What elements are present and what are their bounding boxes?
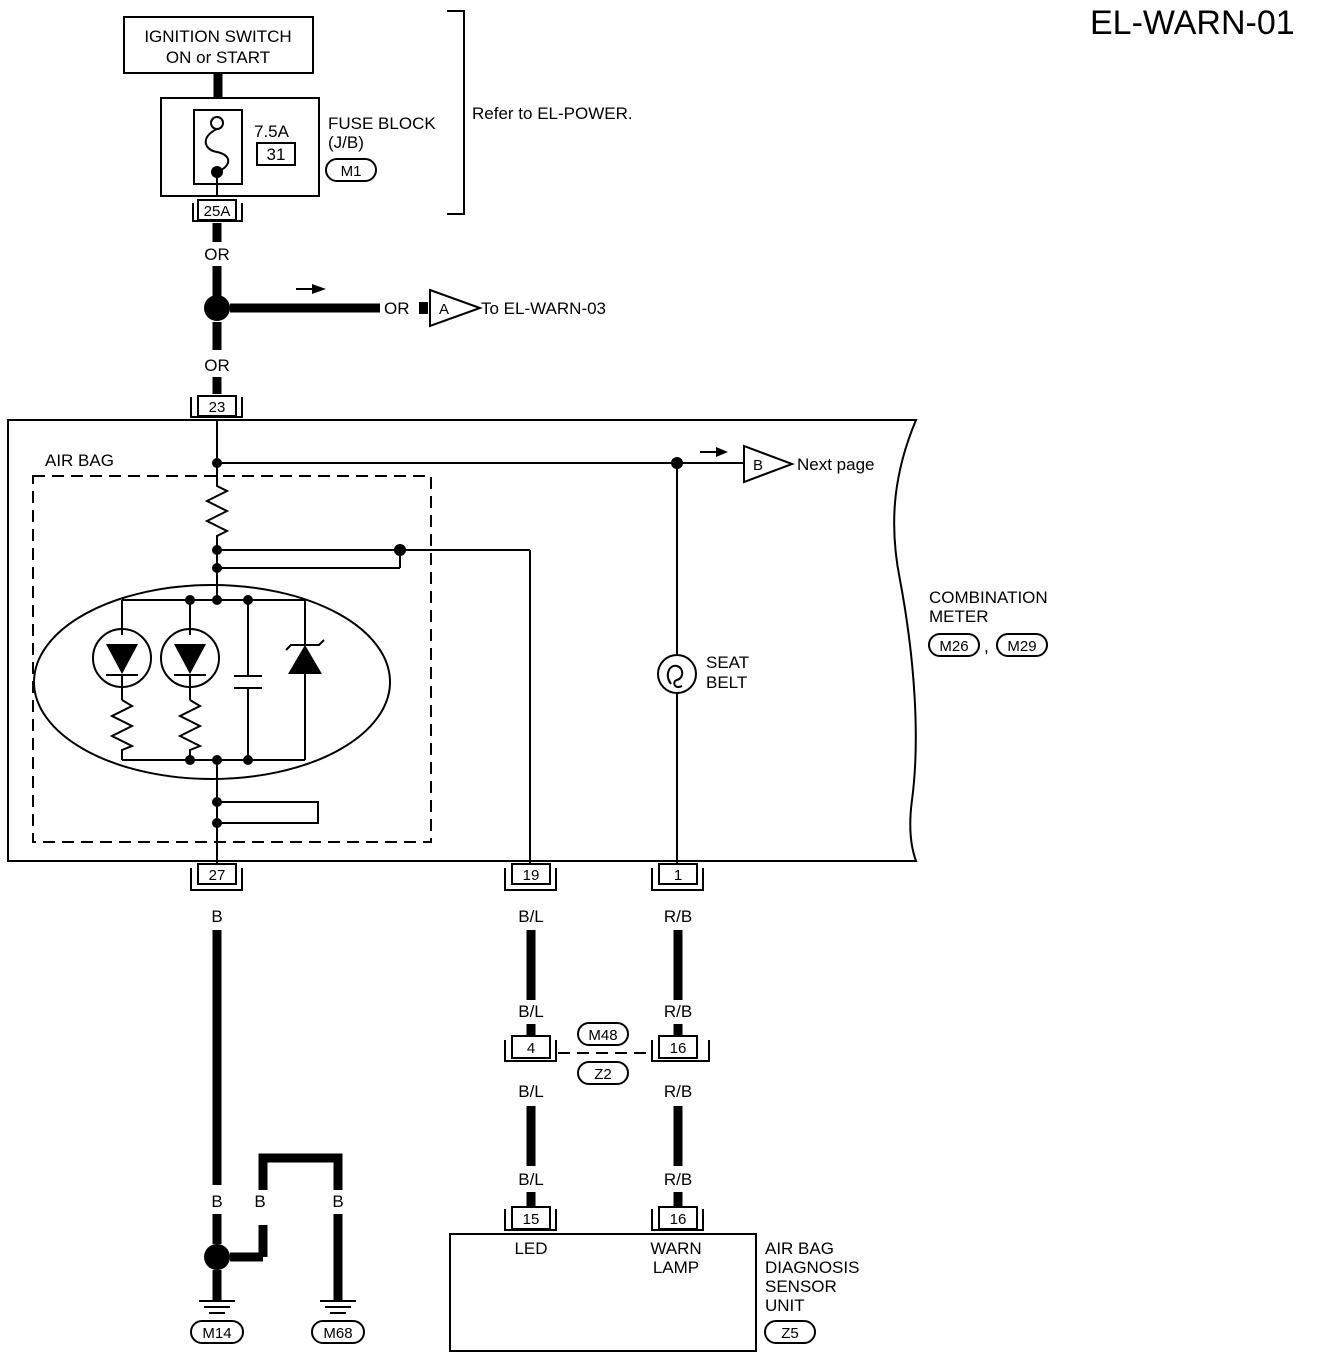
offpage-connector-a: A bbox=[429, 288, 483, 328]
meter-connector-separator: , bbox=[984, 637, 989, 656]
meter-connector-m26: M26 bbox=[939, 638, 968, 655]
fuse-rating: 7.5A bbox=[254, 122, 290, 141]
capacitor bbox=[234, 600, 262, 760]
offpage-b-label: Next page bbox=[797, 455, 875, 474]
seat-belt-label-1: SEAT bbox=[706, 653, 749, 672]
svg-text:1: 1 bbox=[674, 867, 682, 884]
led-1 bbox=[92, 600, 152, 760]
sensor-name-3: SENSOR bbox=[765, 1277, 837, 1296]
svg-text:25A: 25A bbox=[204, 203, 231, 220]
splice-point bbox=[204, 295, 230, 321]
svg-text:Z2: Z2 bbox=[594, 1066, 612, 1083]
meter-name-1: COMBINATION bbox=[929, 588, 1048, 607]
svg-text:B: B bbox=[753, 457, 763, 474]
wire-color-bl-3: B/L bbox=[518, 1082, 544, 1101]
svg-text:Z5: Z5 bbox=[781, 1325, 799, 1342]
svg-text:15: 15 bbox=[523, 1211, 540, 1228]
svg-text:23: 23 bbox=[209, 399, 226, 416]
led-2 bbox=[160, 600, 220, 760]
sensor-terminal-16: 16 bbox=[651, 1206, 704, 1231]
joint-connector-m48: M48 bbox=[577, 1022, 629, 1046]
offpage-a-label: To EL-WARN-03 bbox=[481, 299, 606, 318]
fuse-block-label: FUSE BLOCK bbox=[328, 114, 436, 133]
fuse-block: 7.5A 31 FUSE BLOCK (J/B) M1 bbox=[160, 97, 436, 197]
terminal-27: 27 bbox=[190, 863, 243, 891]
wire-color-b-1: B bbox=[211, 907, 222, 926]
wire-color-rb-1: R/B bbox=[664, 907, 692, 926]
terminal-1: 1 bbox=[651, 863, 704, 891]
sensor-terminal-15: 15 bbox=[504, 1206, 557, 1231]
sensor-name-4: UNIT bbox=[765, 1296, 805, 1315]
svg-text:M48: M48 bbox=[588, 1027, 617, 1044]
led-module bbox=[33, 584, 391, 780]
wire-color-rb-2: R/B bbox=[664, 1002, 692, 1021]
terminal-23: 23 bbox=[190, 395, 243, 418]
ignition-switch: IGNITION SWITCH ON or START bbox=[123, 16, 314, 74]
ground-m68: M68 bbox=[311, 1300, 365, 1344]
meter-name-2: METER bbox=[929, 607, 989, 626]
seat-belt-lamp bbox=[657, 463, 697, 866]
sensor-led-label: LED bbox=[514, 1239, 547, 1258]
wire-color-rb-3: R/B bbox=[664, 1082, 692, 1101]
ignition-label-1: IGNITION SWITCH bbox=[144, 27, 291, 46]
wire-color-or-2: OR bbox=[204, 356, 230, 375]
fuse-number: 31 bbox=[267, 145, 286, 164]
svg-text:16: 16 bbox=[670, 1211, 687, 1228]
sensor-connector-z5: Z5 bbox=[764, 1320, 816, 1344]
svg-text:16: 16 bbox=[670, 1040, 687, 1057]
svg-text:M68: M68 bbox=[323, 1325, 352, 1342]
wire-color-bl-2: B/L bbox=[518, 1002, 544, 1021]
combination-meter-outline bbox=[7, 419, 918, 862]
airbag-label: AIR BAG bbox=[45, 451, 114, 470]
wire-color-b-2: B bbox=[211, 1192, 222, 1211]
terminal-25a: 25A bbox=[192, 199, 243, 222]
fuse-block-jb: (J/B) bbox=[328, 133, 364, 152]
joint-terminal-4: 4 bbox=[504, 1035, 557, 1062]
refer-note: Refer to EL-POWER. bbox=[472, 104, 633, 123]
ignition-label-2: ON or START bbox=[166, 48, 270, 67]
refer-bracket: Refer to EL-POWER. bbox=[447, 10, 633, 215]
wire-color-or-a: OR bbox=[384, 299, 410, 318]
wire-color-b-3: B bbox=[254, 1192, 265, 1211]
wire-color-or-1: OR bbox=[204, 245, 230, 264]
meter-connector-m29: M29 bbox=[1007, 638, 1036, 655]
wire-color-bl-4: B/L bbox=[518, 1170, 544, 1189]
diagram-title: EL-WARN-01 bbox=[1090, 4, 1295, 42]
svg-text:4: 4 bbox=[527, 1040, 535, 1057]
svg-text:M14: M14 bbox=[202, 1325, 231, 1342]
fuse-connector: M1 bbox=[341, 163, 362, 180]
svg-text:A: A bbox=[439, 301, 449, 318]
terminal-19: 19 bbox=[504, 863, 557, 891]
sensor-warn-label-1: WARN bbox=[650, 1239, 701, 1258]
joint-connector-z2: Z2 bbox=[577, 1061, 629, 1085]
svg-text:19: 19 bbox=[523, 867, 540, 884]
joint-terminal-16: 16 bbox=[651, 1035, 710, 1062]
wire-color-rb-4: R/B bbox=[664, 1170, 692, 1189]
wire-color-bl-1: B/L bbox=[518, 907, 544, 926]
svg-text:27: 27 bbox=[209, 867, 226, 884]
wire-color-b-4: B bbox=[332, 1192, 343, 1211]
offpage-connector-b: B bbox=[743, 444, 795, 484]
airbag-warning-block bbox=[32, 475, 432, 843]
zener-diode bbox=[285, 600, 325, 760]
seat-belt-label-2: BELT bbox=[706, 673, 747, 692]
sensor-warn-label-2: LAMP bbox=[653, 1258, 699, 1277]
sensor-name-1: AIR BAG bbox=[765, 1239, 834, 1258]
ground-m14: M14 bbox=[190, 1300, 244, 1344]
sensor-name-2: DIAGNOSIS bbox=[765, 1258, 859, 1277]
airbag-diagnosis-sensor-unit: LED WARN LAMP bbox=[449, 1233, 757, 1352]
ground-splice bbox=[204, 1244, 230, 1270]
